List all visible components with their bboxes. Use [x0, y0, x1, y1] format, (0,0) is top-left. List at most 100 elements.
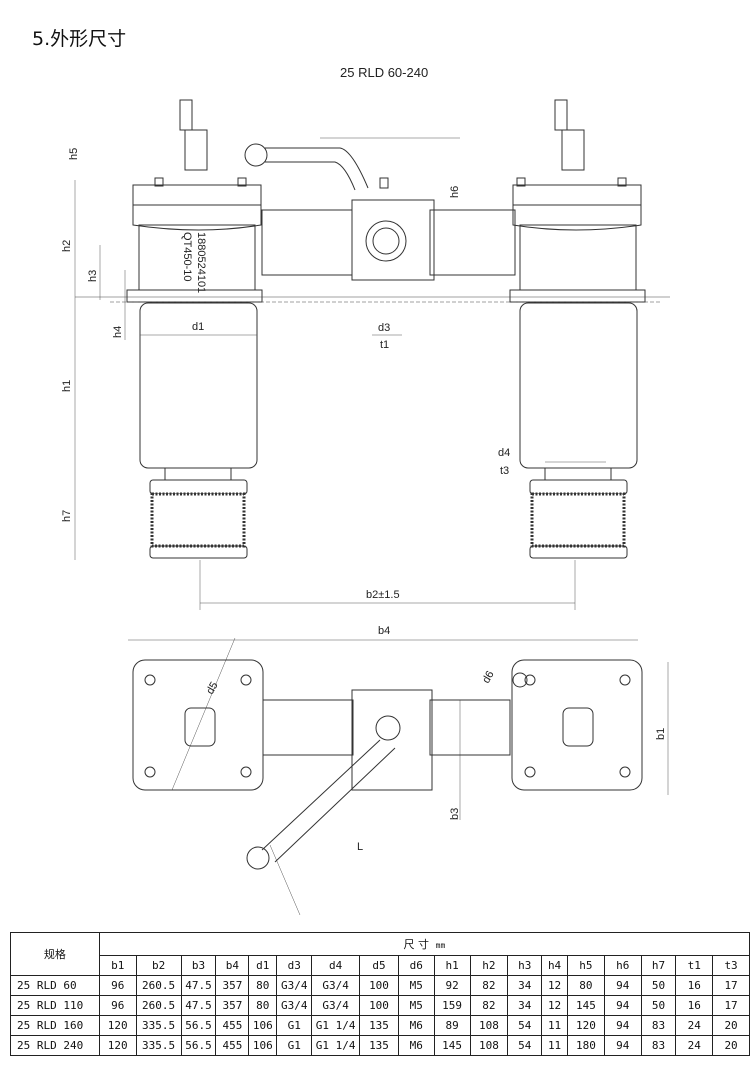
- dimension-drawing: 25 RLD 60-240 1880524101 QT450-10: [61, 65, 670, 916]
- cell-t3: 17: [712, 995, 750, 1016]
- cell-h4: 12: [541, 975, 568, 996]
- cell-b2: 335.5: [135, 1035, 182, 1056]
- label-b2: b2±1.5: [366, 589, 400, 601]
- body-marking-1: 1880524101: [195, 232, 207, 293]
- cell-h1: 92: [433, 975, 471, 996]
- cell-h2: 108: [469, 1015, 509, 1036]
- cell-t3: 20: [712, 1015, 750, 1036]
- cell-b4: 455: [215, 1035, 250, 1056]
- cell-h3: 54: [507, 1035, 543, 1056]
- label-h5: h5: [68, 148, 80, 160]
- cell-h6: 94: [603, 1015, 642, 1036]
- top-view: [132, 659, 643, 870]
- cell-h1: 145: [433, 1035, 471, 1056]
- column-header-t1: t1: [675, 955, 714, 976]
- cell-h6: 94: [603, 995, 642, 1016]
- cell-t3: 20: [712, 1035, 750, 1056]
- column-header-d4: d4: [311, 955, 361, 976]
- cell-b3: 47.5: [180, 975, 217, 996]
- cell-h3: 54: [507, 1015, 543, 1036]
- cell-d1: 80: [248, 975, 278, 996]
- cell-h5: 145: [567, 995, 605, 1016]
- cell-h4: 12: [541, 995, 568, 1016]
- label-b4: b4: [378, 625, 390, 637]
- column-header-b2: b2: [135, 955, 182, 976]
- cell-h7: 83: [640, 1015, 677, 1036]
- cell-h3: 34: [507, 995, 543, 1016]
- label-b1: b1: [655, 728, 667, 740]
- cell-b2: 335.5: [135, 1015, 182, 1036]
- cell-d4: G1 1/4: [311, 1015, 361, 1036]
- cell-d6: M6: [397, 1035, 435, 1056]
- column-header-h4: h4: [541, 955, 568, 976]
- cell-d3: G1: [276, 1035, 313, 1056]
- cell-d5: 135: [359, 1035, 399, 1056]
- cell-t3: 17: [712, 975, 750, 996]
- cell-b2: 260.5: [135, 995, 182, 1016]
- cell-h7: 50: [640, 995, 677, 1016]
- label-h3: h3: [87, 270, 99, 282]
- cell-t1: 16: [675, 995, 714, 1016]
- cell-h1: 159: [433, 995, 471, 1016]
- cell-d5: 135: [359, 1015, 399, 1036]
- cell-d5: 100: [359, 995, 399, 1016]
- cell-b4: 357: [215, 995, 250, 1016]
- cell-h3: 34: [507, 975, 543, 996]
- cell-h6: 94: [603, 1035, 642, 1056]
- label-d3: d3: [378, 322, 390, 334]
- row-spec-name: 25 RLD 110: [10, 995, 100, 1016]
- dimension-header: 尺 寸 mm: [98, 932, 750, 956]
- cell-b3: 47.5: [180, 995, 217, 1016]
- cell-h2: 82: [469, 975, 509, 996]
- right-filter-housing: [509, 99, 646, 559]
- left-filter-housing: [126, 99, 263, 559]
- cell-t1: 24: [675, 1035, 714, 1056]
- column-header-d6: d6: [397, 955, 435, 976]
- cell-h4: 11: [541, 1035, 568, 1056]
- column-header-b3: b3: [180, 955, 217, 976]
- label-b3: b3: [449, 808, 461, 820]
- cell-b4: 455: [215, 1015, 250, 1036]
- cell-b1: 96: [98, 995, 137, 1016]
- cell-d5: 100: [359, 975, 399, 996]
- cell-d1: 80: [248, 995, 278, 1016]
- column-header-b1: b1: [98, 955, 137, 976]
- cell-d3: G3/4: [276, 975, 313, 996]
- cell-d6: M5: [397, 995, 435, 1016]
- cell-b3: 56.5: [180, 1035, 217, 1056]
- cell-b1: 120: [98, 1035, 137, 1056]
- cell-h2: 82: [469, 995, 509, 1016]
- label-t1: t1: [380, 339, 389, 351]
- cell-t1: 24: [675, 1015, 714, 1036]
- row-spec-name: 25 RLD 240: [10, 1035, 100, 1056]
- label-d4: d4: [498, 447, 510, 459]
- column-header-h2: h2: [469, 955, 509, 976]
- spec-header: 规格: [10, 932, 100, 976]
- cell-d4: G3/4: [311, 995, 361, 1016]
- cell-h5: 180: [567, 1035, 605, 1056]
- cell-h4: 11: [541, 1015, 568, 1036]
- cell-h5: 80: [567, 975, 605, 996]
- row-spec-name: 25 RLD 60: [10, 975, 100, 996]
- row-spec-name: 25 RLD 160: [10, 1015, 100, 1036]
- label-h1: h1: [61, 380, 73, 392]
- body-marking-2: QT450-10: [181, 232, 193, 282]
- cell-h2: 108: [469, 1035, 509, 1056]
- cell-b1: 96: [98, 975, 137, 996]
- cell-d4: G3/4: [311, 975, 361, 996]
- label-t3: t3: [500, 465, 509, 477]
- cell-d1: 106: [248, 1035, 278, 1056]
- column-header-t3: t3: [712, 955, 750, 976]
- label-h4: h4: [112, 326, 124, 338]
- cell-h1: 89: [433, 1015, 471, 1036]
- cell-d3: G3/4: [276, 995, 313, 1016]
- column-header-d5: d5: [359, 955, 399, 976]
- unit-label: mm: [435, 941, 446, 950]
- label-h2: h2: [61, 240, 73, 252]
